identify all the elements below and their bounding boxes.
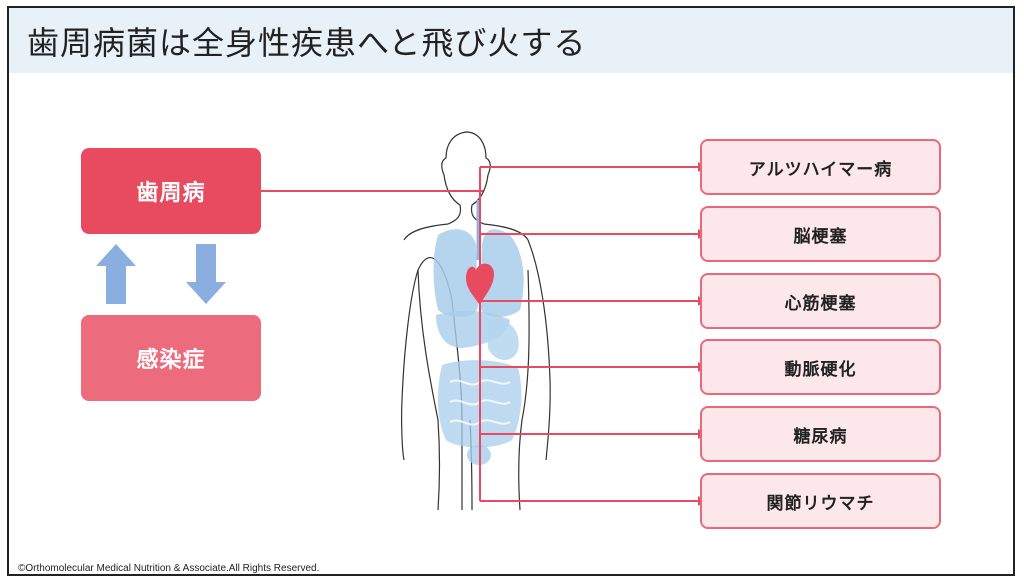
arrow-down-icon: [186, 244, 226, 304]
infection-label: 感染症: [136, 348, 206, 373]
disease-box-stroke: 脳梗塞: [700, 206, 941, 262]
disease-box-rheumatoid-arthritis: 関節リウマチ: [700, 473, 941, 529]
disease-label: 心筋梗塞: [784, 293, 857, 314]
disease-label: 糖尿病: [793, 426, 848, 447]
left-lung: [433, 229, 478, 317]
disease-box-alzheimers: アルツハイマー病: [700, 139, 941, 195]
arrow-up-icon: [96, 244, 136, 304]
disease-label: アルツハイマー病: [748, 159, 893, 180]
stomach: [488, 319, 519, 360]
periodontal-disease-box: 歯周病: [81, 148, 261, 234]
disease-box-myocardial-infarction: 心筋梗塞: [700, 273, 941, 329]
infection-box: 感染症: [81, 315, 261, 401]
bidirectional-arrows: [96, 244, 226, 304]
disease-box-arteriosclerosis: 動脈硬化: [700, 339, 941, 395]
title-bar: 歯周病菌は全身性疾患へと飛び火する: [9, 8, 1013, 73]
torso-left: [417, 269, 441, 511]
periodontal-connector: [261, 190, 483, 192]
periodontal-disease-label: 歯周病: [136, 181, 206, 206]
copyright-notice: ©Orthomolecular Medical Nutrition & Asso…: [18, 563, 320, 574]
body-outline: [401, 131, 551, 511]
disease-label: 動脈硬化: [784, 359, 857, 380]
slide-title: 歯周病菌は全身性疾患へと飛び火する: [27, 23, 587, 62]
connection-lines: [479, 166, 698, 502]
torso-right: [518, 269, 530, 511]
right-lung: [480, 229, 524, 317]
disease-label: 関節リウマチ: [766, 493, 875, 514]
disease-box-diabetes: 糖尿病: [700, 406, 941, 462]
human-body-illustration: [401, 131, 706, 511]
disease-label: 脳梗塞: [793, 226, 848, 247]
